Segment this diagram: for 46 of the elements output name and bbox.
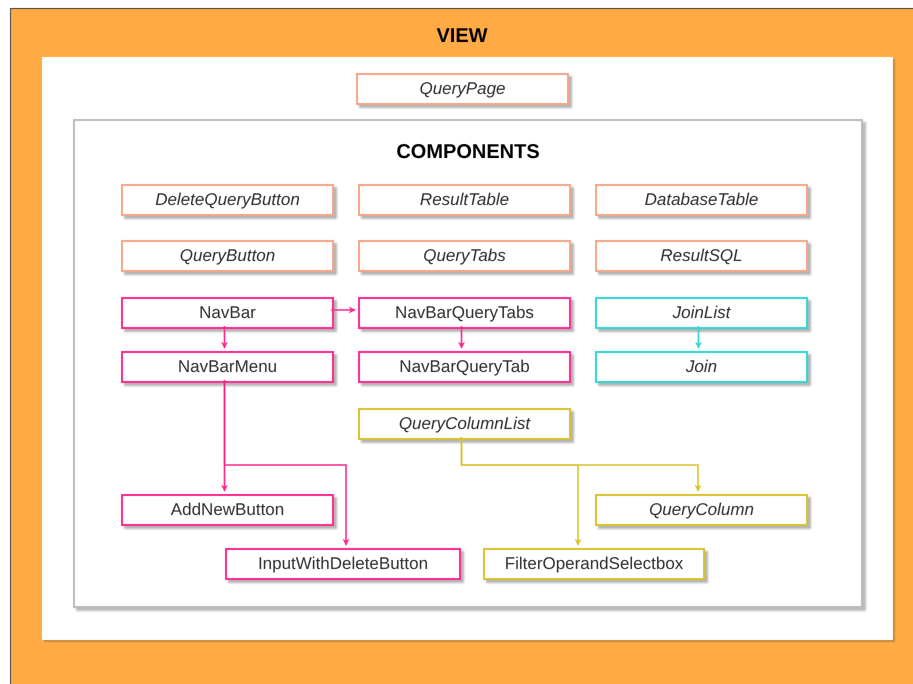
component-name: QueryTabs [423,246,506,266]
group-panel [73,119,863,608]
arrow [224,380,350,546]
arrow [695,326,702,349]
arrow [221,326,228,349]
component-box [358,240,571,272]
component-name: QueryColumnList [398,414,530,434]
component-name: AddNewButton [170,500,284,520]
component-box [358,297,571,329]
component-box [595,351,808,383]
component-box [121,184,334,216]
component-name: QueryPage [420,79,506,99]
section-title: COMPONENTS [396,141,540,164]
component-box [483,548,705,580]
arrow [458,326,465,349]
component-name: Join [686,357,718,377]
component-name: ResultTable [420,190,510,210]
component-name: QueryColumn [649,500,754,520]
component-box [356,73,569,105]
component-box [595,297,808,329]
component-box [595,494,808,526]
component-name: InputWithDeleteButton [258,554,428,574]
layer-panel [10,8,913,684]
component-box [358,351,571,383]
component-name: NavBar [199,303,256,323]
component-box [595,184,808,216]
component-box [595,240,808,272]
component-box [121,240,334,272]
component-box [358,408,571,440]
component-box [121,494,334,526]
component-name: NavBarQueryTabs [395,303,534,323]
arrow [331,306,356,314]
component-name: NavBarMenu [178,357,278,377]
component-name: ResultSQL [660,246,743,266]
component-name: JoinList [672,303,730,323]
component-box [121,297,334,329]
arrow [460,437,582,546]
component-name: DatabaseTable [644,190,758,210]
component-box [225,548,461,580]
section-title: VIEW [436,25,488,48]
component-name: QueryButton [180,246,276,266]
component-name: FilterOperandSelectbox [504,554,684,574]
component-name: DeleteQueryButton [155,190,300,210]
component-box [358,184,571,216]
component-box [121,351,334,383]
component-name: NavBarQueryTab [399,357,530,377]
